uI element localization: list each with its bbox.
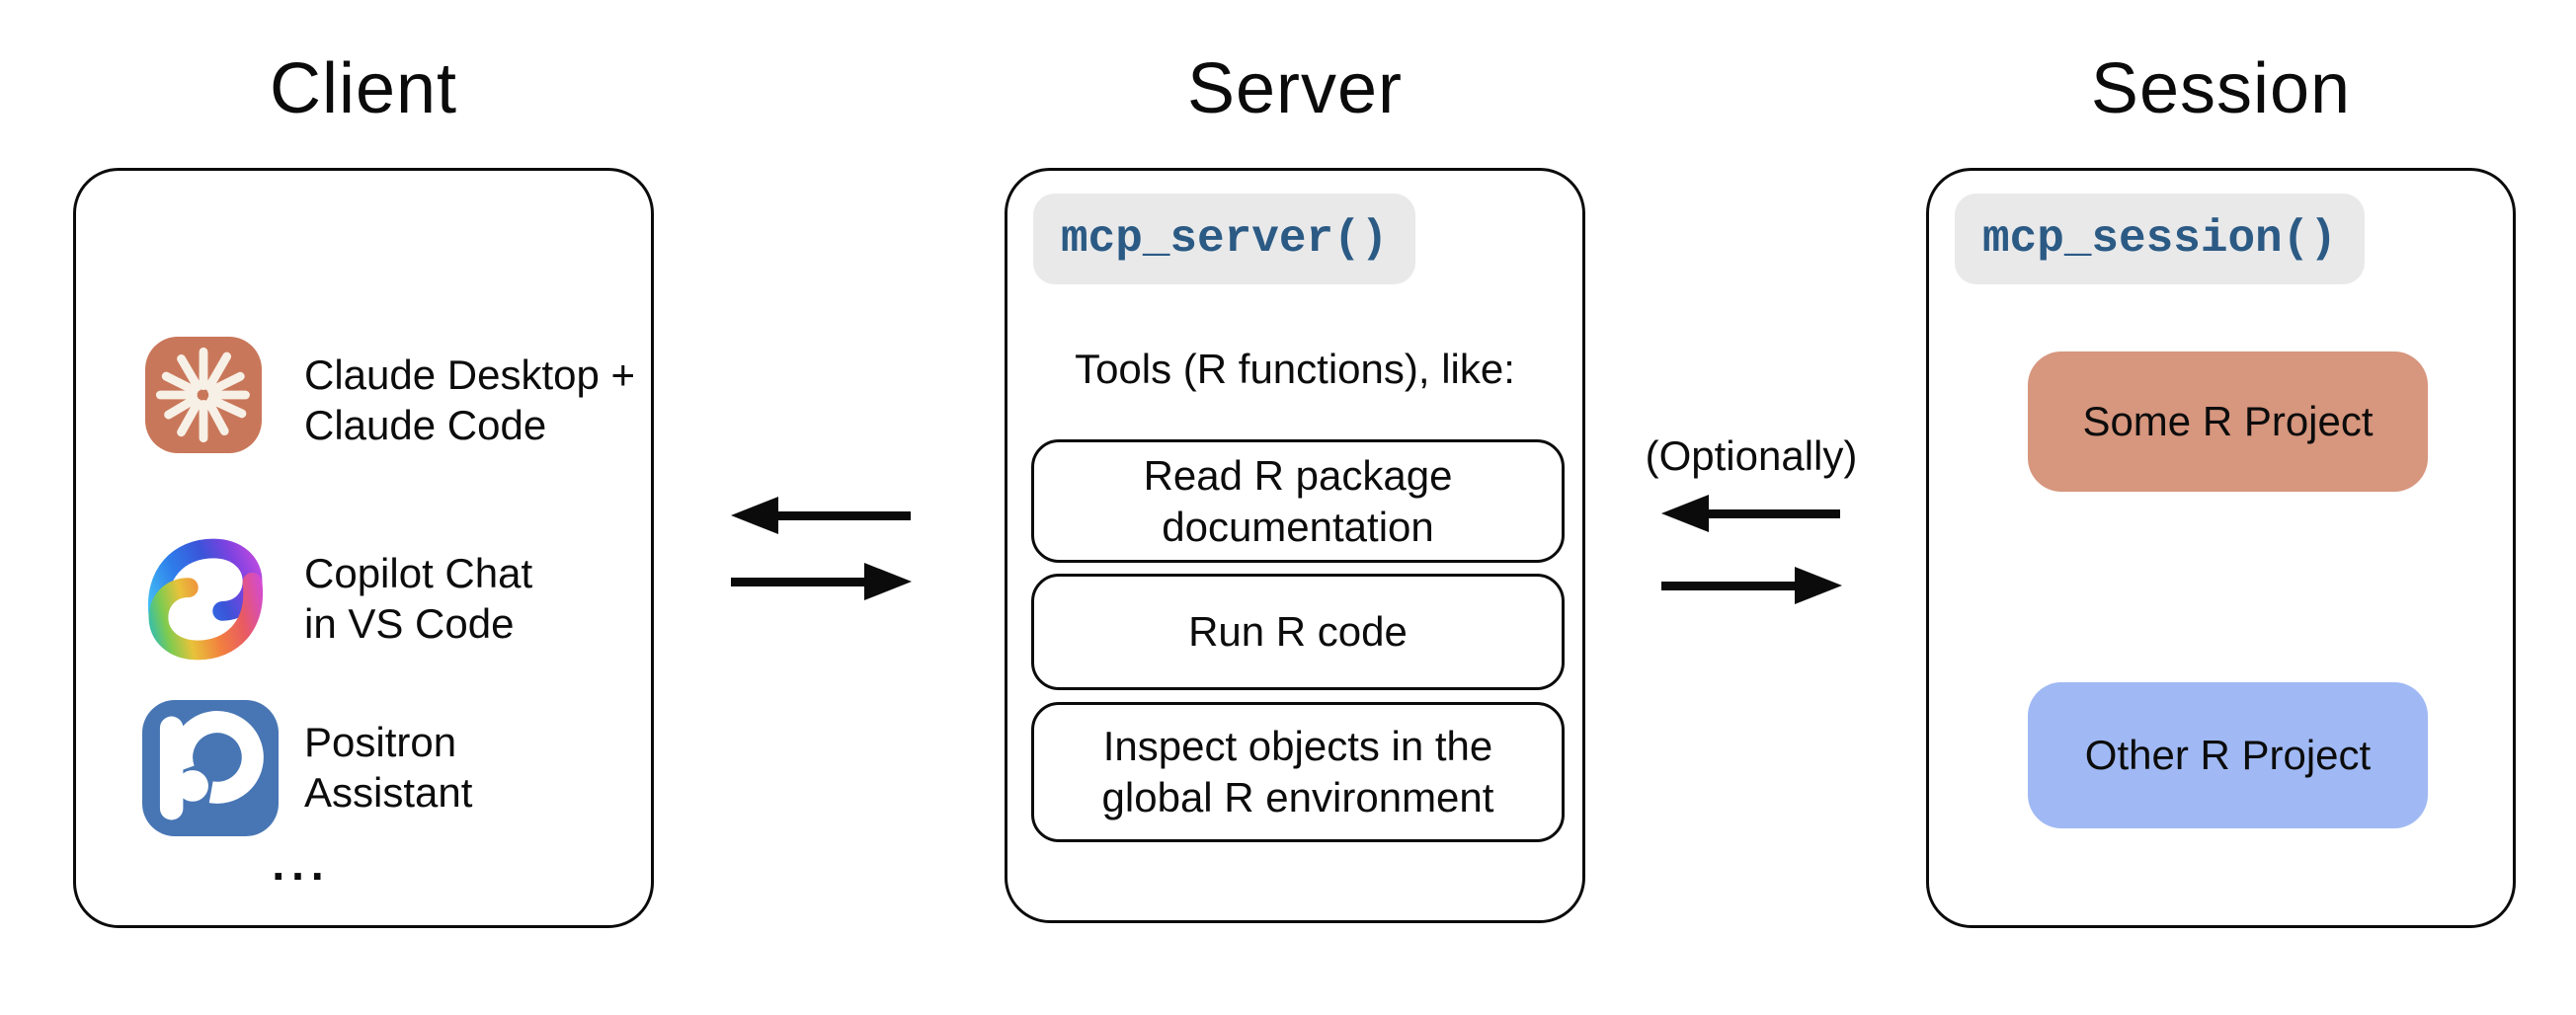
arrow-server-to-session <box>1661 567 1842 604</box>
tool-box-line: Read R package <box>1143 451 1453 499</box>
client-panel: Claude Desktop + Claude Code <box>73 168 654 928</box>
tool-box-inspect-objects: Inspect objects in the global R environm… <box>1031 702 1565 842</box>
tools-label: Tools (R functions), like: <box>1075 346 1515 392</box>
arrowhead-left <box>731 497 778 534</box>
mcp-server-code-chip: mcp_server() <box>1033 194 1416 284</box>
client-item-label-line: Copilot Chat <box>304 550 533 596</box>
claude-icon <box>144 337 263 453</box>
tool-box-line: Inspect objects in the <box>1102 723 1493 769</box>
optionally-label: (Optionally) <box>1645 432 1858 479</box>
arrow-session-to-server <box>1661 495 1840 532</box>
session-panel: mcp_session() Some R Project Other R Pro… <box>1926 168 2516 928</box>
server-panel: mcp_server() Tools (R functions), like: … <box>1005 168 1585 923</box>
session-title: Session <box>2090 49 2352 128</box>
tool-box-line: global R environment <box>1101 774 1494 820</box>
project-label: Some R Project <box>2082 398 2374 444</box>
client-item-label-line: Claude Code <box>304 402 547 448</box>
project-box-other-r-project: Other R Project <box>2028 682 2428 828</box>
project-label: Other R Project <box>2084 732 2372 778</box>
client-title: Client <box>269 49 458 128</box>
server-title: Server <box>1186 49 1404 128</box>
arrow-client-to-server <box>731 563 912 600</box>
client-more-ellipsis: ... <box>272 838 331 890</box>
arrowhead-right <box>864 563 912 600</box>
project-box-some-r-project: Some R Project <box>2028 351 2428 492</box>
client-item-label-line: Positron <box>304 719 457 765</box>
tool-box-line: documentation <box>1162 503 1434 550</box>
arrowhead-right <box>1795 567 1842 604</box>
client-item-label: Claude Desktop + Claude Code <box>304 350 635 450</box>
client-item-label-line: in VS Code <box>304 600 515 647</box>
tool-box-read-docs: Read R package documentation <box>1031 439 1565 563</box>
client-item-label-line: Claude Desktop + <box>304 351 636 398</box>
arrow-server-to-client <box>731 497 911 534</box>
arrowhead-left <box>1661 495 1709 532</box>
client-item-label-line: Assistant <box>304 769 473 816</box>
tool-box-run-r-code: Run R code <box>1031 574 1565 690</box>
tool-box-line: Run R code <box>1188 608 1408 655</box>
mcp-session-code-chip: mcp_session() <box>1955 194 2365 284</box>
client-item-label: Positron Assistant <box>304 717 472 818</box>
copilot-icon <box>140 534 271 664</box>
client-item-label: Copilot Chat in VS Code <box>304 548 532 649</box>
positron-icon <box>142 700 279 836</box>
